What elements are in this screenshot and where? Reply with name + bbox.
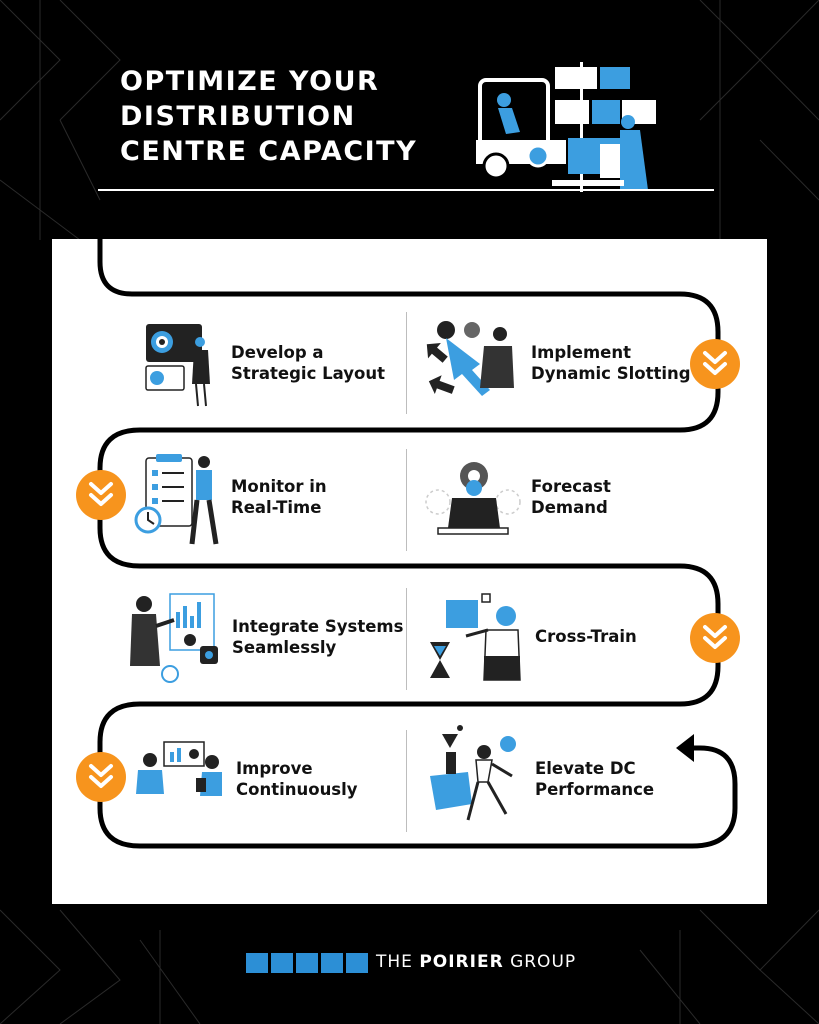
row-divider-4: [406, 730, 407, 832]
step-elevate-performance: Elevate DC Performance: [535, 759, 655, 799]
row-divider-3: [406, 588, 407, 690]
title-line-2: DISTRIBUTION: [120, 101, 356, 132]
slotting-arrows-illustration: [426, 321, 514, 396]
logo-mark: [246, 953, 368, 973]
checklist-monitor-illustration: [134, 454, 219, 545]
double-chevron-down-icon: [76, 752, 126, 802]
step-develop-layout: Develop a Strategic Layout: [231, 343, 385, 383]
step-dynamic-slotting: Implement Dynamic Slotting: [531, 343, 691, 383]
double-chevron-down-icon: [690, 339, 740, 389]
hourglass-training-illustration: [430, 593, 521, 681]
double-chevron-down-icon: [76, 470, 126, 520]
step-integrate-systems: Integrate Systems Seamlessly: [232, 617, 404, 657]
team-dashboard-illustration: [136, 741, 222, 796]
step-improve-continuously: Improve Continuously: [236, 759, 358, 799]
title-line-3: CENTRE CAPACITY: [120, 136, 418, 167]
title-line-1: OPTIMIZE YOUR: [120, 66, 380, 97]
celebration-illustration: [430, 725, 516, 821]
step-forecast-demand: Forecast Demand: [531, 477, 611, 517]
double-chevron-down-icon: [690, 613, 740, 663]
forklift-warehouse-illustration: [476, 62, 656, 192]
row-divider-1: [406, 312, 407, 414]
page-title: OPTIMIZE YOUR DISTRIBUTION CENTRE CAPACI…: [120, 64, 440, 169]
step-monitor-realtime: Monitor in Real-Time: [231, 477, 327, 517]
logo-wordmark: THE POIRIER GROUP: [376, 952, 577, 972]
step-cross-train: Cross-Train: [535, 627, 637, 646]
row-divider-2: [406, 449, 407, 551]
presentation-integrate-illustration: [130, 593, 218, 683]
gear-forecast-illustration: [425, 462, 521, 535]
header-divider: [98, 189, 714, 191]
layout-planning-illustration: [145, 324, 210, 407]
